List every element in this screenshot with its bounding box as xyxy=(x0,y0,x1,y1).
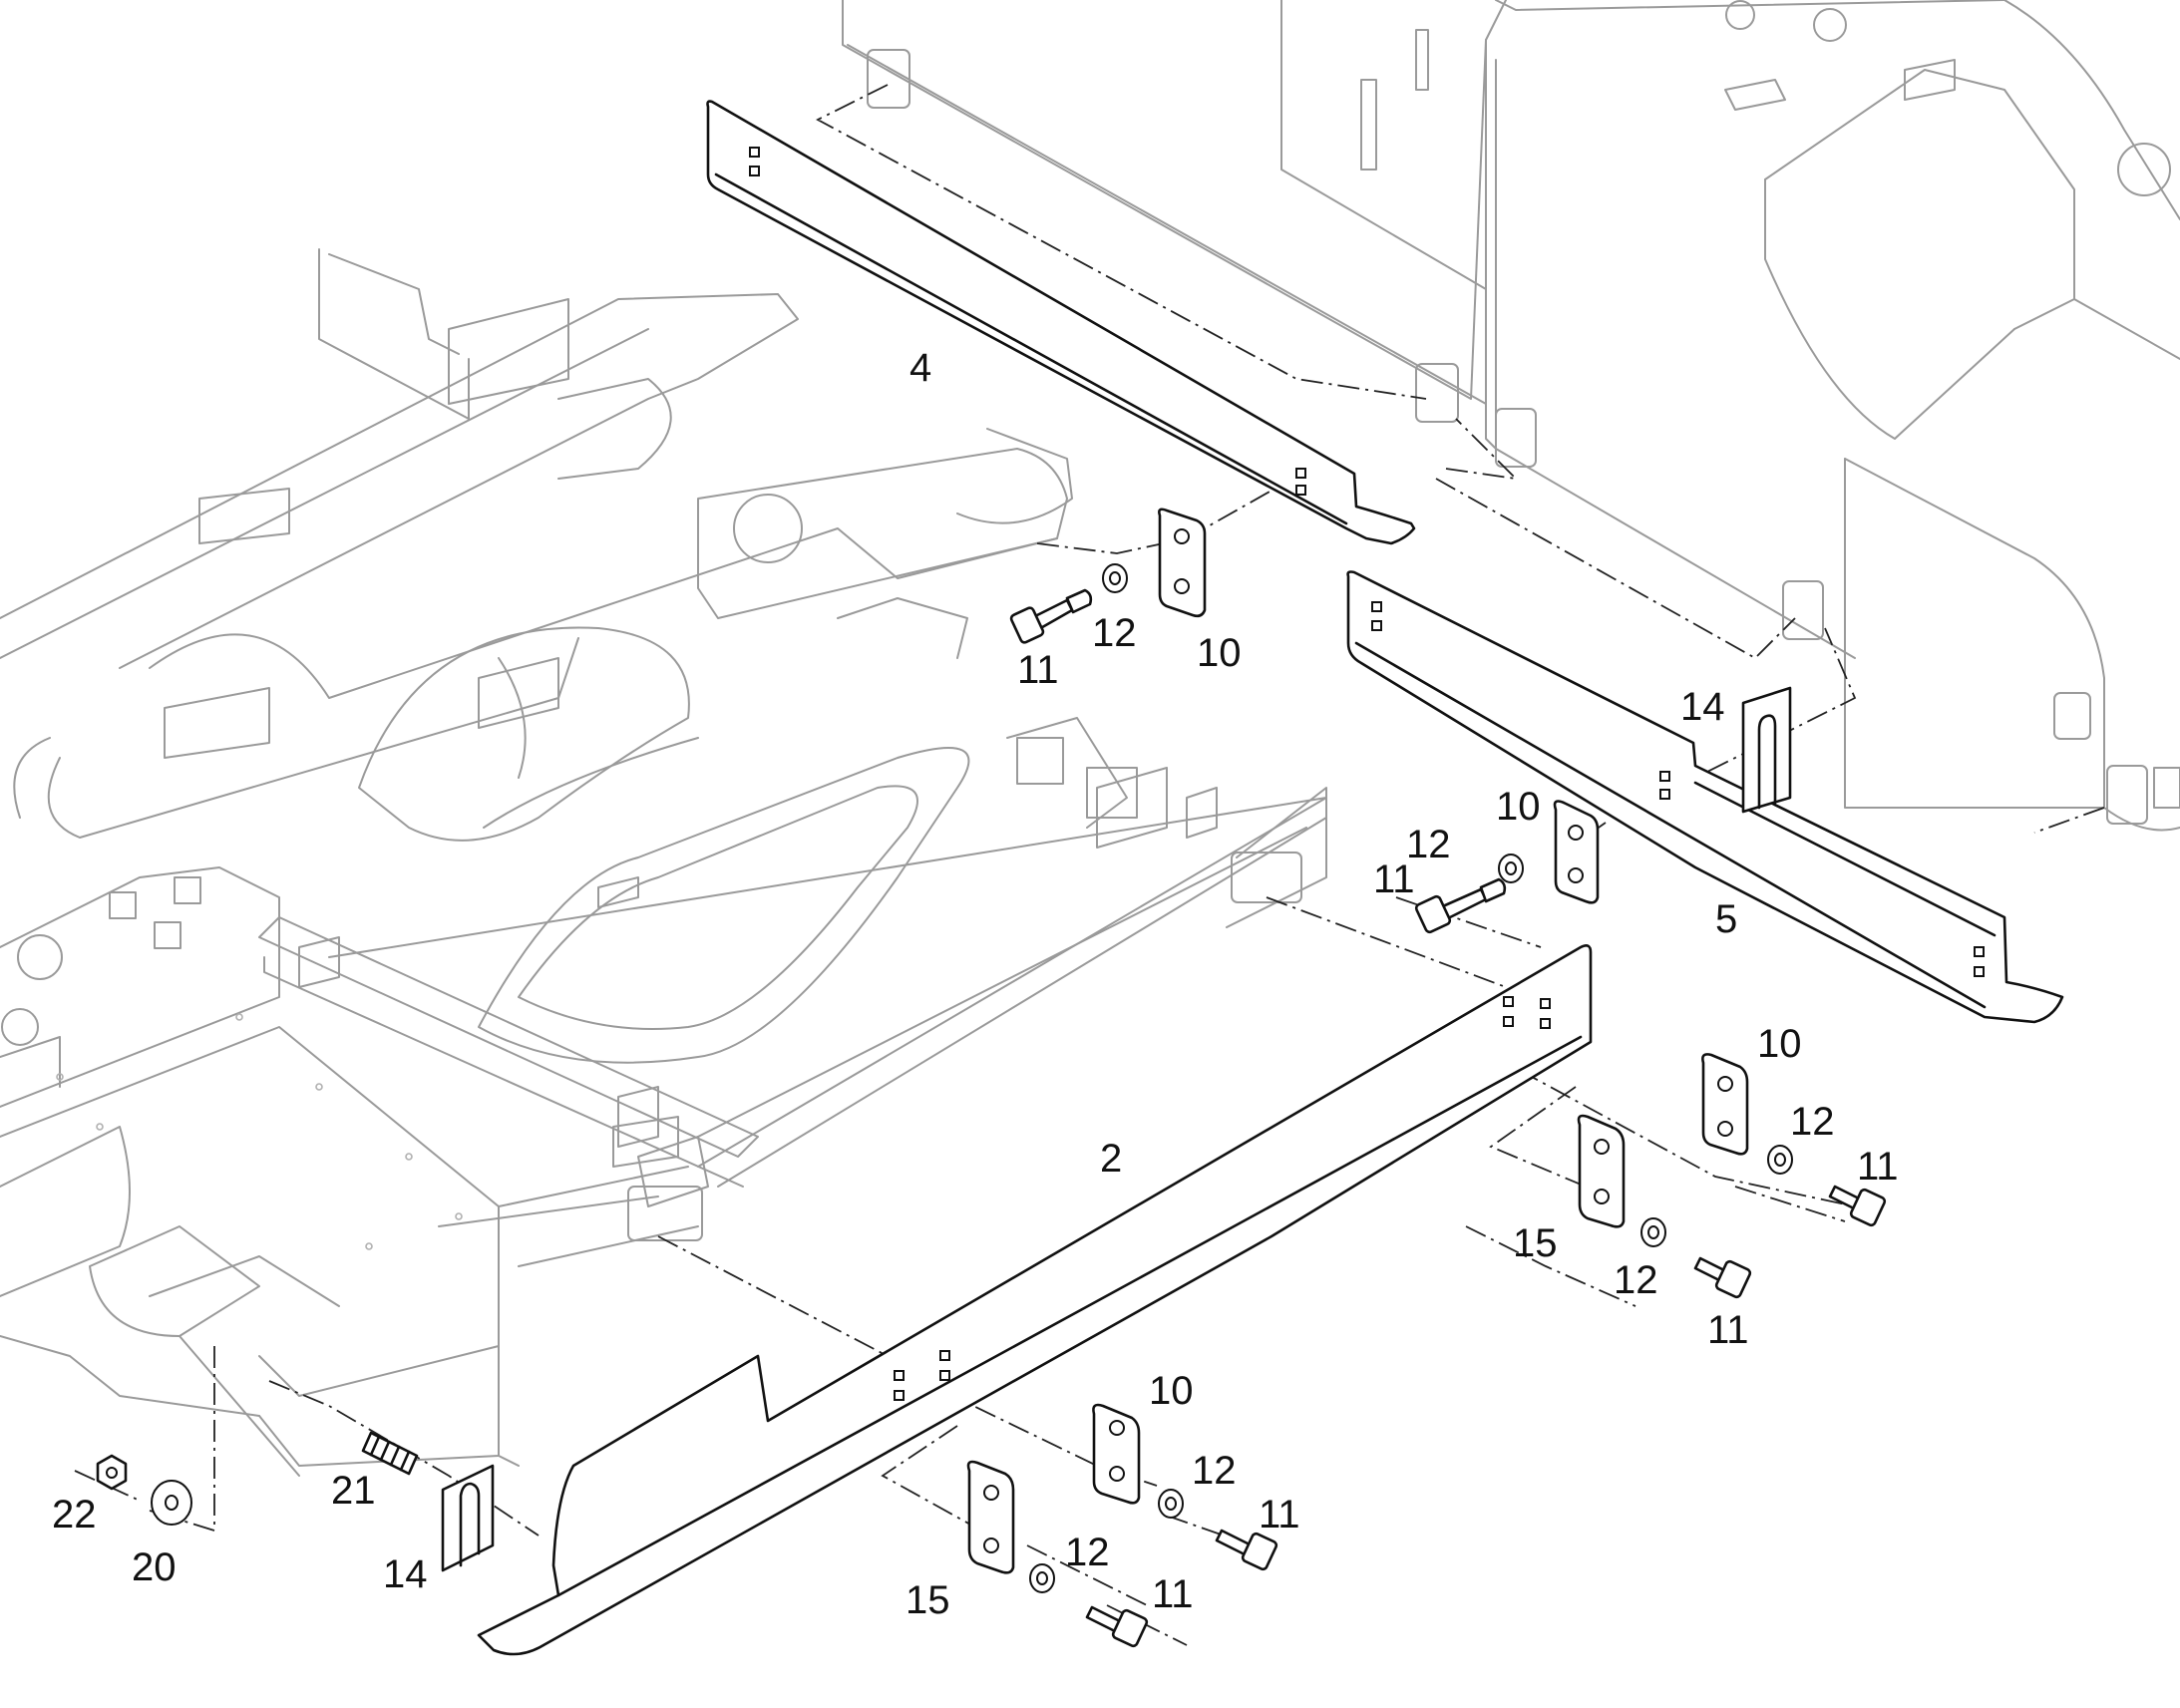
callout-15: 15 xyxy=(1513,1221,1558,1265)
part-12-washer-3 xyxy=(1767,1145,1793,1175)
part-10-bracket-middle xyxy=(1553,800,1600,904)
callout-21: 21 xyxy=(331,1469,376,1513)
part-14-shim-lower xyxy=(441,1464,495,1572)
callout-10: 10 xyxy=(1757,1022,1802,1066)
part-10-bracket-lower xyxy=(1092,1403,1141,1505)
callout-11: 11 xyxy=(1017,648,1059,692)
callout-10: 10 xyxy=(1197,631,1242,675)
part-11-bolt-2 xyxy=(1414,877,1507,934)
part-2-long-plate xyxy=(477,944,1593,1656)
part-15-bracket-lower xyxy=(966,1460,1015,1574)
part-10-bracket-upper xyxy=(1158,508,1207,618)
part-11-bolt-5 xyxy=(1215,1529,1278,1571)
callout-labels: 4 10 12 11 14 10 12 11 5 10 12 11 2 15 1… xyxy=(52,346,1899,1622)
callout-2: 2 xyxy=(1100,1137,1122,1181)
callout-14: 14 xyxy=(383,1552,428,1596)
part-21-stud xyxy=(361,1431,419,1476)
callout-10: 10 xyxy=(1496,785,1541,829)
callout-5: 5 xyxy=(1715,897,1737,941)
part-5-angle-plate xyxy=(1346,570,2064,1024)
callout-4: 4 xyxy=(909,346,931,390)
part-12-washer-2 xyxy=(1498,854,1524,883)
callout-15: 15 xyxy=(906,1578,950,1622)
part-12-washer-5 xyxy=(1158,1489,1184,1519)
callout-12: 12 xyxy=(1406,823,1451,866)
callout-12: 12 xyxy=(1614,1258,1658,1302)
callout-22: 22 xyxy=(52,1493,97,1537)
callout-11: 11 xyxy=(1259,1493,1300,1537)
callout-12: 12 xyxy=(1192,1449,1237,1493)
part-11-bolt-1 xyxy=(1009,588,1093,644)
part-11-bolt-4 xyxy=(1693,1256,1752,1299)
part-22-nut xyxy=(96,1454,128,1491)
part-12-washer-4 xyxy=(1640,1217,1666,1247)
callout-10: 10 xyxy=(1149,1369,1194,1413)
callout-20: 20 xyxy=(132,1545,177,1589)
callout-12: 12 xyxy=(1092,611,1137,655)
callout-12: 12 xyxy=(1790,1100,1835,1144)
part-20-washer xyxy=(151,1480,192,1526)
machine-frame-background xyxy=(0,0,2180,1477)
part-14-shim-upper xyxy=(1741,686,1792,814)
part-11-bolt-3 xyxy=(1828,1185,1887,1227)
callout-11: 11 xyxy=(1152,1572,1194,1616)
part-10-bracket-right xyxy=(1701,1053,1749,1156)
part-4-angle-plate xyxy=(706,100,1416,545)
callout-11: 11 xyxy=(1373,857,1415,901)
part-15-bracket-right xyxy=(1577,1114,1626,1228)
callout-11: 11 xyxy=(1857,1145,1899,1189)
part-12-washer-6 xyxy=(1029,1563,1055,1593)
part-12-washer-1 xyxy=(1102,563,1128,593)
part-11-bolt-6 xyxy=(1085,1605,1149,1648)
callout-11: 11 xyxy=(1707,1308,1749,1352)
callout-14: 14 xyxy=(1680,685,1725,729)
callout-12: 12 xyxy=(1065,1531,1110,1574)
